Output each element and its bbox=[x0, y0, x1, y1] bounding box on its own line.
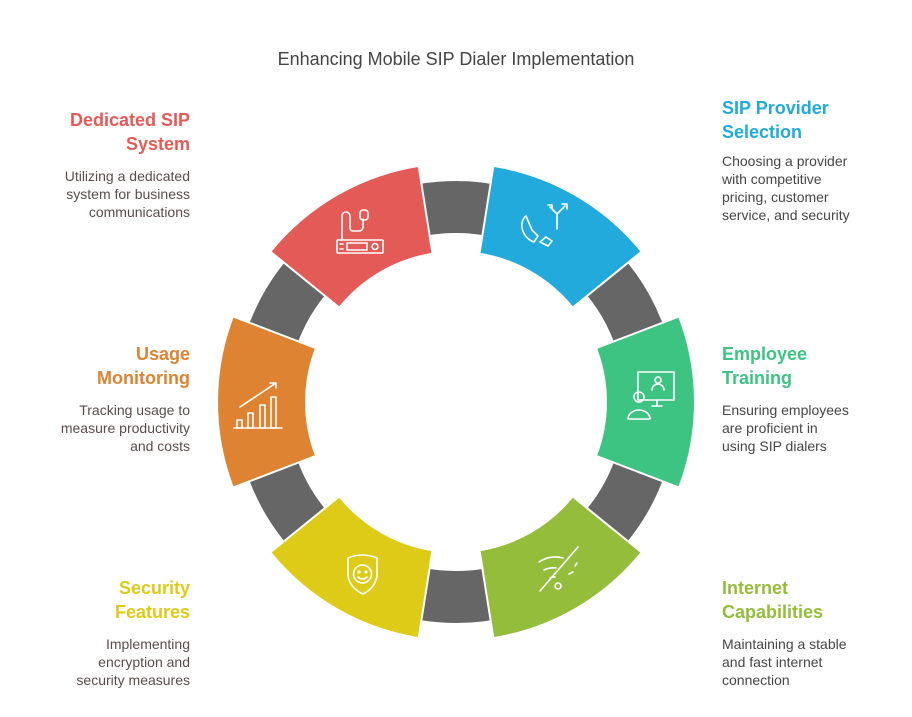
segment-1 bbox=[268, 164, 434, 310]
desc-line: and costs bbox=[130, 438, 190, 454]
heading-line: System bbox=[125, 134, 190, 154]
desc-line: with competitive bbox=[722, 171, 822, 187]
desc-line: service, and security bbox=[722, 207, 850, 223]
desc-line: using SIP dialers bbox=[722, 438, 827, 454]
desc-line: security measures bbox=[76, 672, 190, 688]
segment-2 bbox=[478, 164, 644, 310]
heading-line: Dedicated SIP bbox=[69, 110, 190, 130]
step-description: Implementing encryption and security measu… bbox=[0, 635, 190, 689]
desc-line: Maintaining a stable bbox=[722, 636, 847, 652]
desc-line: Ensuring employees bbox=[722, 402, 849, 418]
desc-line: Utilizing a dedicated bbox=[64, 168, 190, 184]
segment-3 bbox=[594, 315, 696, 489]
step-description: Maintaining a stable and fast internet con… bbox=[722, 635, 912, 689]
step-description: Ensuring employees are proficient in using… bbox=[722, 401, 912, 455]
step-description: Choosing a provider with competitive prici… bbox=[722, 152, 912, 224]
step-dedicated-sip-system: Dedicated SIP System Utilizing a dedicate… bbox=[0, 108, 190, 221]
desc-line: Choosing a provider bbox=[722, 153, 848, 169]
desc-line: encryption and bbox=[98, 654, 190, 670]
heading-line: Security bbox=[118, 578, 190, 598]
heading-line: Internet bbox=[722, 578, 789, 598]
desc-line: connection bbox=[722, 672, 790, 688]
desc-line: pricing, customer bbox=[722, 189, 829, 205]
desc-line: Tracking usage to bbox=[79, 402, 190, 418]
desc-line: Implementing bbox=[105, 636, 190, 652]
desc-line: communications bbox=[88, 204, 190, 220]
sip-phone-icon bbox=[336, 209, 384, 254]
heading-line: SIP Provider bbox=[722, 98, 829, 118]
shield-face-icon bbox=[347, 554, 378, 595]
heading-line: Usage bbox=[135, 344, 190, 364]
desc-line: system for business bbox=[66, 186, 190, 202]
desc-line: measure productivity bbox=[60, 420, 190, 436]
heading-line: Employee bbox=[722, 344, 808, 364]
heading-line: Capabilities bbox=[722, 602, 824, 622]
growth-chart-icon bbox=[233, 382, 283, 429]
heading-line: Features bbox=[114, 602, 190, 622]
phone-route-icon bbox=[521, 203, 568, 247]
diagram-title: Enhancing Mobile SIP Dialer Implementati… bbox=[277, 49, 635, 69]
wifi-off-icon bbox=[538, 546, 579, 592]
step-description: Utilizing a dedicated system for business… bbox=[0, 167, 190, 221]
training-icon bbox=[627, 371, 675, 420]
desc-line: and fast internet bbox=[722, 654, 823, 670]
heading-line: Selection bbox=[722, 122, 803, 142]
step-heading: Dedicated SIP System bbox=[0, 108, 190, 156]
segment-6 bbox=[216, 315, 318, 489]
desc-line: are proficient in bbox=[722, 420, 818, 436]
heading-line: Monitoring bbox=[97, 368, 190, 388]
segment-5 bbox=[268, 494, 434, 640]
heading-line: Training bbox=[722, 368, 793, 388]
step-description: Tracking usage to measure productivity and… bbox=[0, 401, 190, 455]
